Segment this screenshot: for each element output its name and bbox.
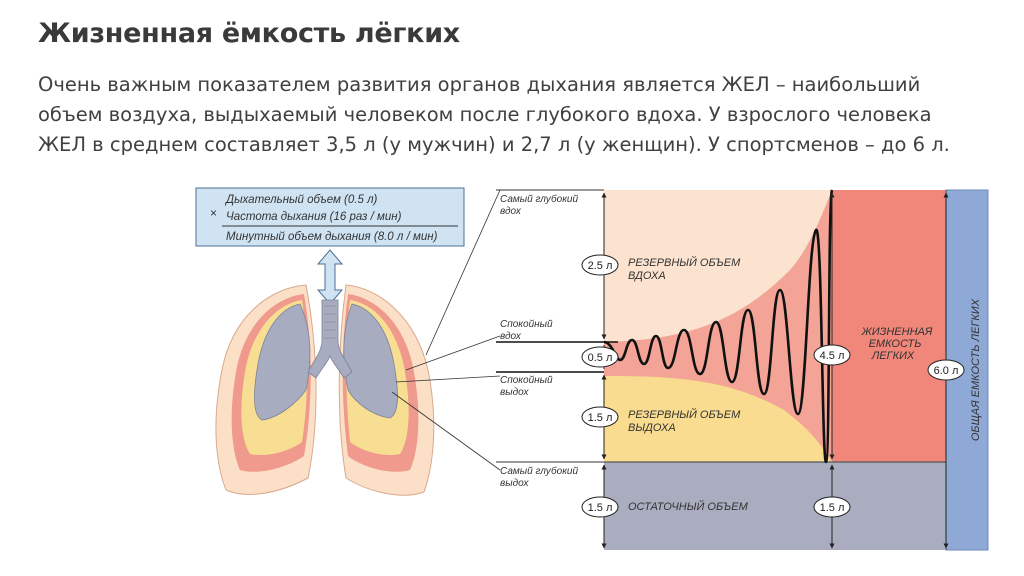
- badge-expiratory-reserve: 1.5 л: [581, 406, 619, 428]
- badge-residual-volume: 1.5 л: [581, 496, 619, 518]
- vital-capacity-band: [832, 190, 946, 462]
- svg-text:1.5 л: 1.5 л: [588, 502, 613, 514]
- level-calm-inhale-2: вдох: [500, 331, 522, 342]
- lungs-illustration: [215, 284, 435, 496]
- svg-text:2.5 л: 2.5 л: [588, 260, 613, 272]
- level-deepest-exhale-2: выдох: [500, 478, 529, 489]
- formula-result: Минутный объем дыхания (8.0 л / мин): [226, 231, 438, 243]
- badge-tidal-volume: 0.5 л: [581, 346, 619, 368]
- level-calm-inhale: Спокойный: [500, 319, 553, 330]
- volume-chart: 2.5 л 0.5 л 1.5 л 1.5 л 4.5 л 1.5 л 6.0 …: [496, 189, 989, 551]
- level-calm-exhale-2: выдох: [500, 387, 529, 398]
- level-calm-exhale: Спокойный: [500, 375, 553, 386]
- label-vital-capacity-2: ЕМКОСТЬ: [869, 338, 922, 350]
- label-total-capacity: ОБЩАЯ ЕМКОСТЬ ЛЕГКИХ: [970, 298, 982, 441]
- label-residual-volume: ОСТАТОЧНЫЙ ОБЪЕМ: [628, 500, 749, 513]
- label-vital-capacity: ЖИЗНЕННАЯ: [861, 326, 933, 338]
- breathing-curve: [603, 189, 834, 464]
- label-expiratory-reserve: РЕЗЕРВНЫЙ ОБЪЕМ: [628, 408, 741, 421]
- formula-line-2: Частота дыхания (16 раз / мин): [226, 211, 402, 223]
- label-inspiratory-reserve-2: ВДОХА: [628, 270, 666, 282]
- multiply-operator: ×: [210, 206, 217, 220]
- intro-line: ЖЕЛ в среднем составляет 3,5 л (у мужчин…: [38, 133, 950, 156]
- intro-line: объем воздуха, выдыхаемый человеком посл…: [38, 103, 932, 126]
- level-deepest-inhale-2: вдох: [500, 206, 522, 217]
- label-inspiratory-reserve: РЕЗЕРВНЫЙ ОБЪЕМ: [628, 256, 741, 269]
- svg-text:1.5 л: 1.5 л: [820, 502, 845, 514]
- intro-line: Очень важным показателем развития органо…: [38, 73, 921, 96]
- double-arrow-icon: [316, 249, 344, 305]
- level-deepest-exhale: Самый глубокий: [500, 465, 578, 477]
- svg-text:4.5 л: 4.5 л: [820, 350, 845, 362]
- intro-paragraph: Очень важным показателем развития органо…: [38, 70, 998, 160]
- badge-vital-capacity: 4.5 л: [813, 344, 851, 366]
- pointer-lines: [391, 189, 501, 471]
- level-deepest-inhale: Самый глубокий: [500, 193, 578, 205]
- formula-line-1: Дыхательный объем (0.5 л): [224, 194, 378, 206]
- slide-title: Жизненная ёмкость лёгких: [38, 18, 460, 49]
- badge-total-capacity: 6.0 л: [927, 359, 965, 381]
- formula-box: Дыхательный объем (0.5 л) × Частота дыха…: [195, 187, 465, 247]
- svg-text:0.5 л: 0.5 л: [588, 352, 613, 364]
- residual-volume-band: [604, 462, 946, 550]
- svg-text:1.5 л: 1.5 л: [588, 412, 613, 424]
- badge-inspiratory-reserve: 2.5 л: [581, 254, 619, 276]
- label-expiratory-reserve-2: ВЫДОХА: [628, 422, 676, 434]
- svg-text:6.0 л: 6.0 л: [934, 365, 959, 377]
- badge-residual-volume-right: 1.5 л: [813, 496, 851, 518]
- label-vital-capacity-3: ЛЕГКИХ: [871, 350, 915, 362]
